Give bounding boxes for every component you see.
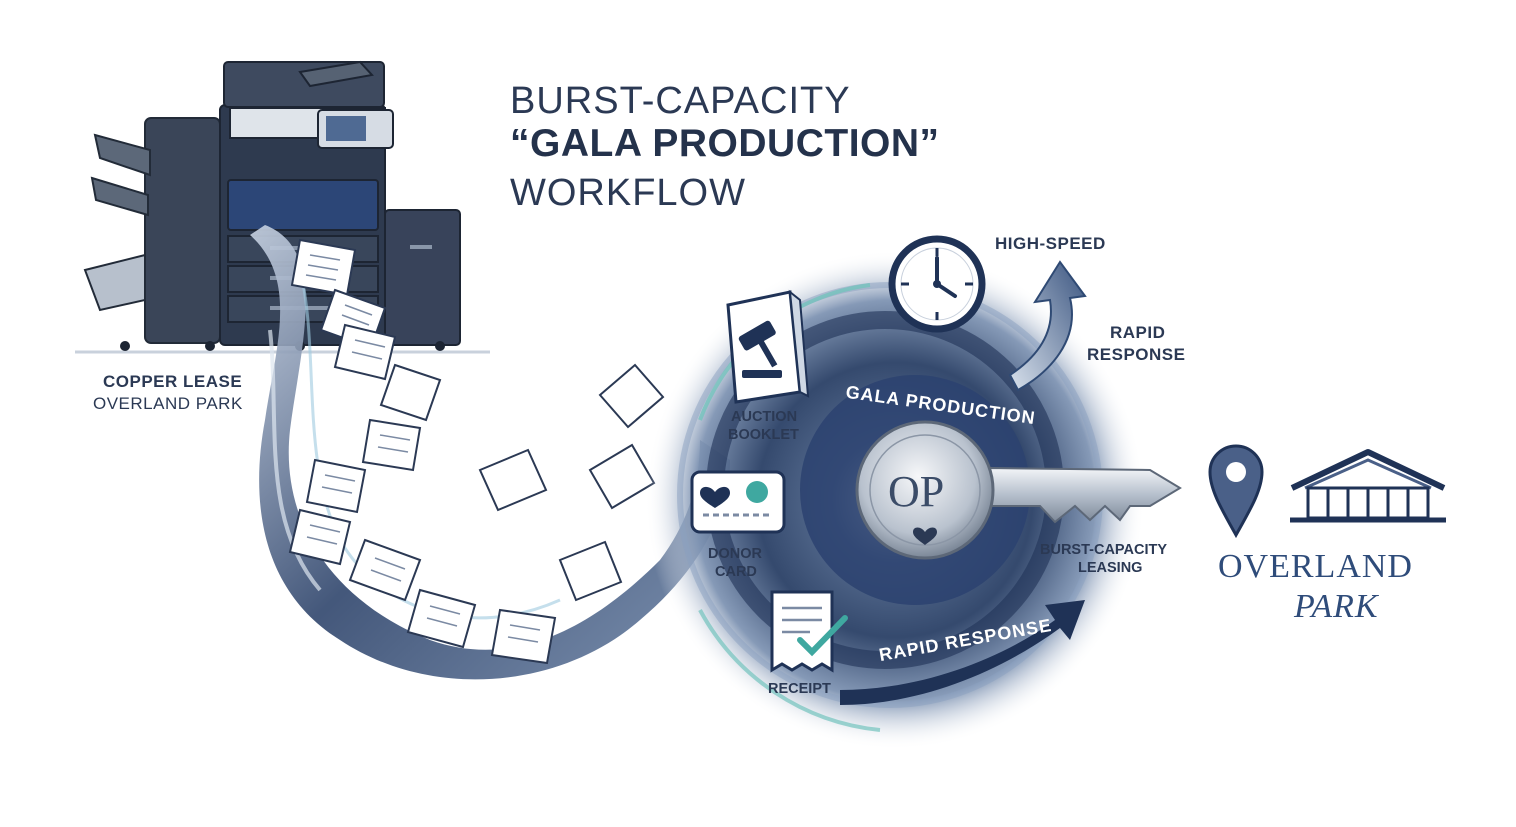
location-pin-icon <box>1208 444 1264 539</box>
leasing-label-line-2: LEASING <box>1078 560 1143 576</box>
copier-label-line-2: OVERLAND PARK <box>93 394 243 413</box>
high-speed-label: HIGH-SPEED <box>995 234 1106 253</box>
donor-label-line-2: CARD <box>715 564 757 580</box>
receipt-icon <box>770 590 848 673</box>
rapid-label-line-1: RAPID <box>1110 323 1166 342</box>
key-icon <box>855 420 1182 560</box>
auction-label-line-2: BOOKLET <box>728 427 799 443</box>
receipt-label: RECEIPT <box>768 681 831 697</box>
donor-card-icon <box>690 470 786 534</box>
title-line-3: WORKFLOW <box>510 172 746 214</box>
copier-label-line-1: COPPER LEASE <box>103 372 243 391</box>
gavel-icon <box>726 289 810 404</box>
leasing-label-line-1: BURST-CAPACITY <box>1040 542 1168 558</box>
rapid-label-line-2: RESPONSE <box>1087 345 1186 364</box>
rapid-response-arrow <box>840 600 1085 705</box>
key-monogram: OP <box>888 467 945 516</box>
up-arrow-icon <box>1008 260 1087 392</box>
park-label: PARK <box>1294 588 1379 625</box>
donor-label-line-1: DONOR <box>708 546 762 562</box>
auction-label-line-1: AUCTION <box>731 409 798 425</box>
clock-icon <box>888 235 986 333</box>
title-line-2: “GALA PRODUCTION” <box>510 122 940 165</box>
building-icon <box>1290 449 1446 523</box>
paper-stream-icon <box>250 225 730 680</box>
overland-label: OVERLAND <box>1218 548 1413 585</box>
copier-icon <box>83 60 461 351</box>
title-line-1: BURST-CAPACITY <box>510 80 851 122</box>
